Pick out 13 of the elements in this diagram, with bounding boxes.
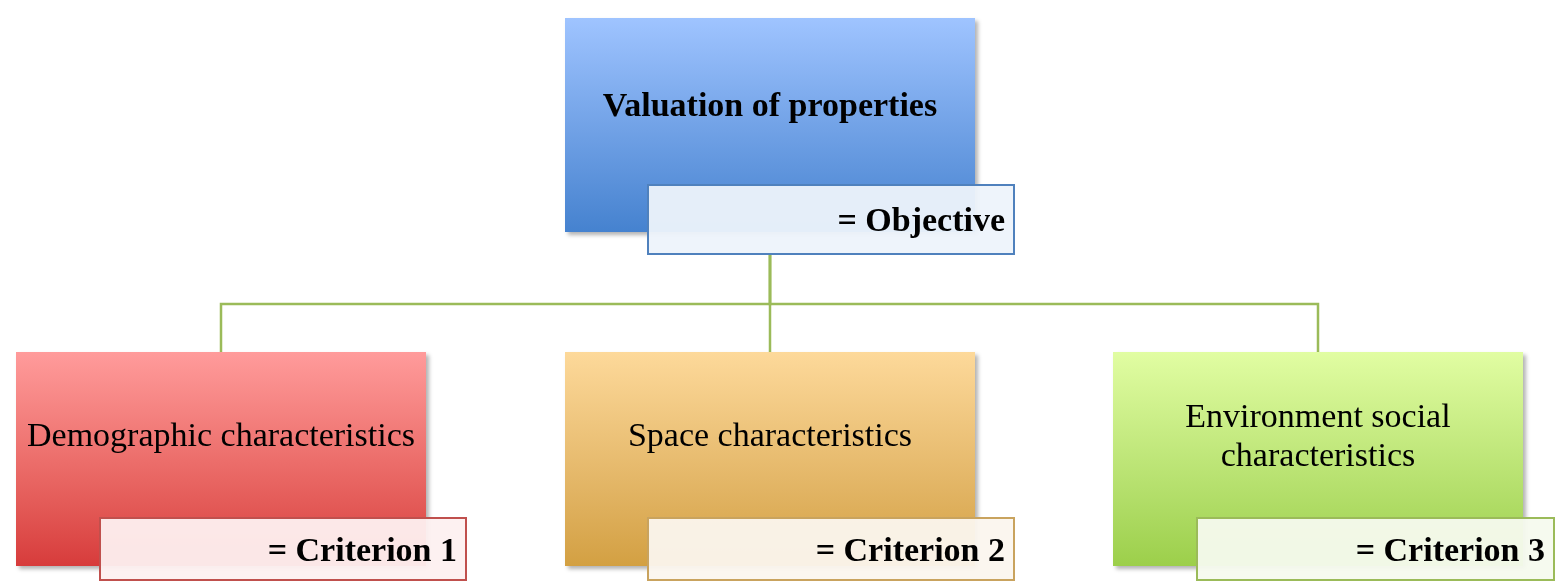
tag-label: = Objective — [837, 200, 1005, 240]
tag-label: = Criterion 3 — [1355, 529, 1545, 570]
box-label: Space characteristics — [627, 415, 913, 455]
tag-label: = Criterion 2 — [815, 529, 1005, 570]
box-label: Environment social characteristics — [1184, 395, 1452, 475]
tag-label: = Criterion 1 — [267, 529, 457, 570]
tag-box — [1196, 517, 1555, 581]
tag-box — [647, 184, 1015, 255]
tag-box — [99, 517, 467, 581]
tag-box — [647, 517, 1015, 581]
connector-line — [768, 255, 1320, 352]
box-label: Demographic characteristics — [27, 415, 415, 455]
box-label: Valuation of properties — [602, 85, 938, 125]
